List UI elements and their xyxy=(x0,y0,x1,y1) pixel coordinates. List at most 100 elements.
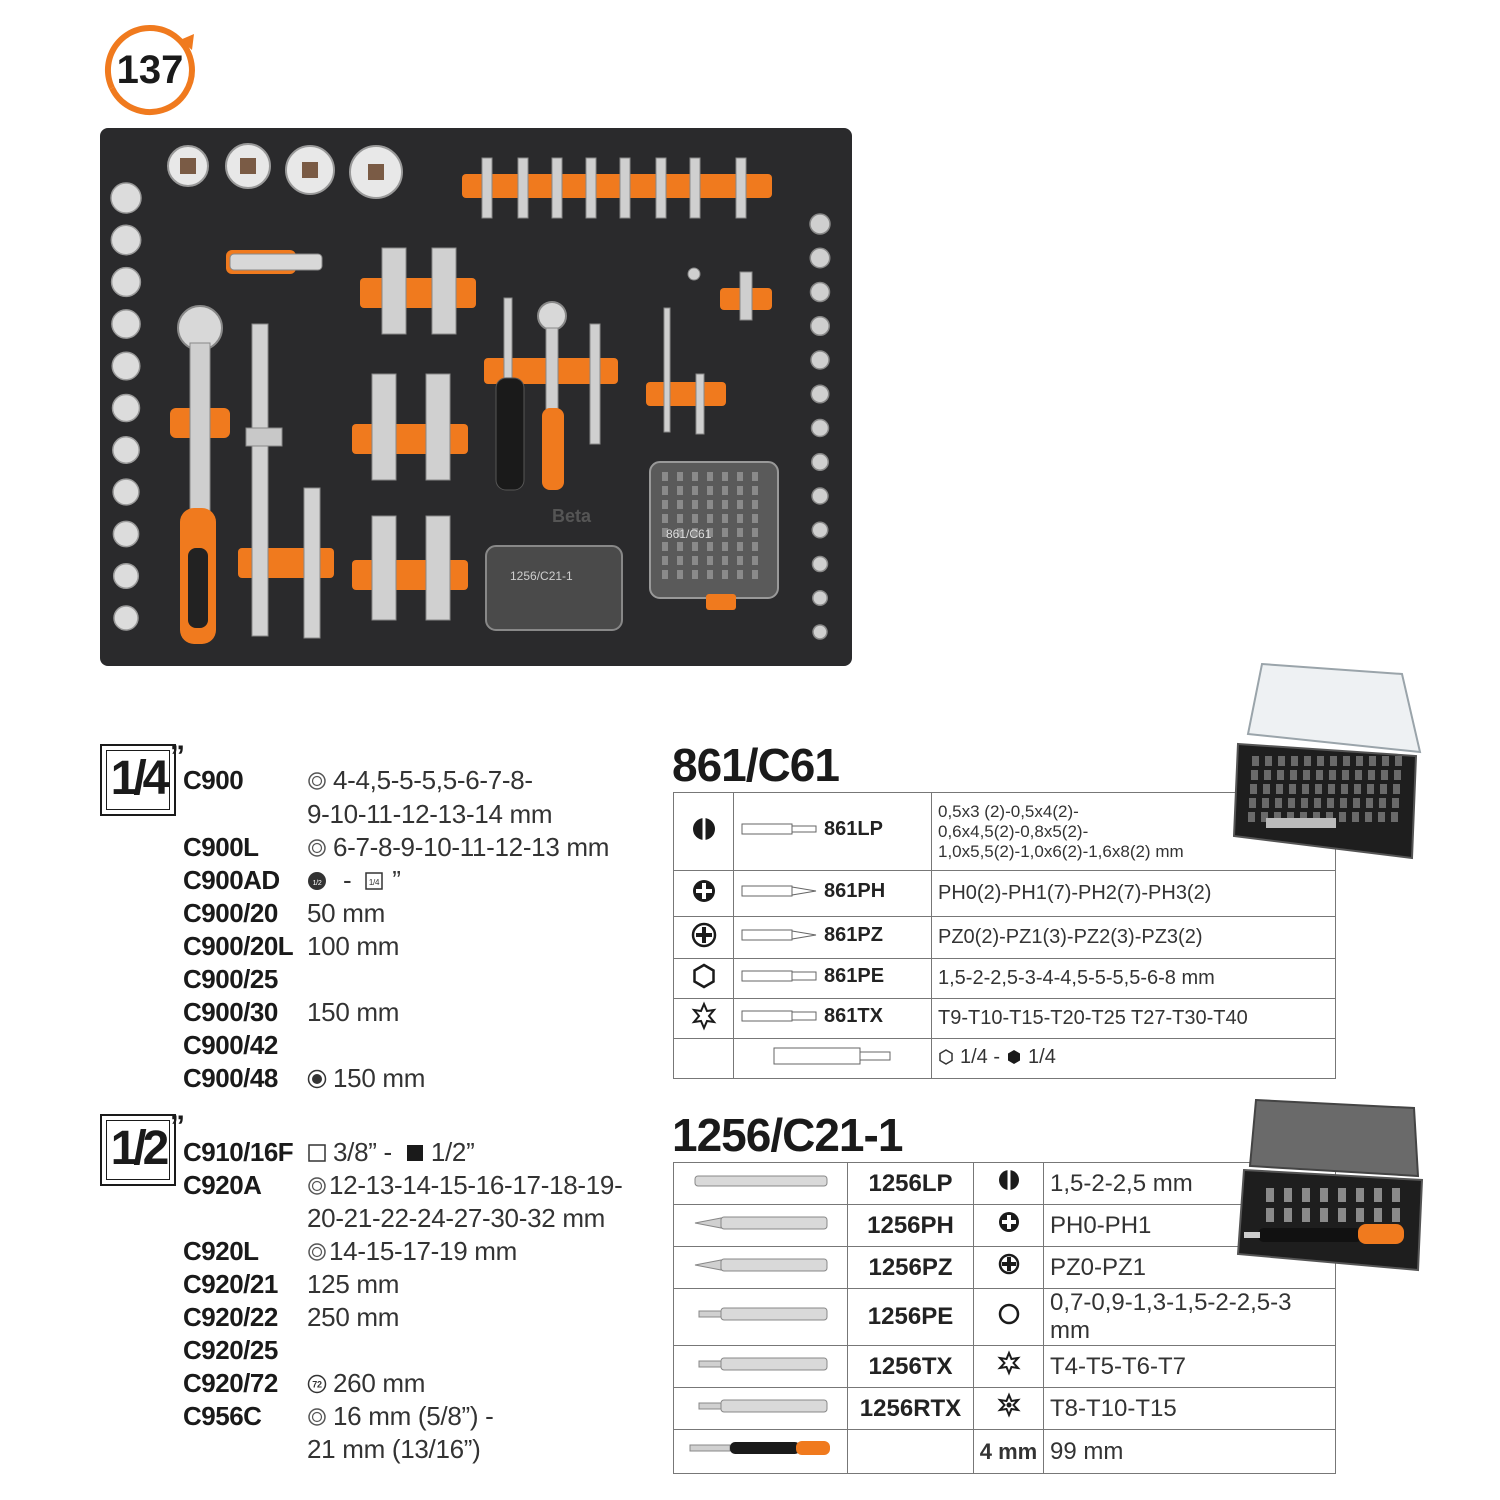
bit-cell xyxy=(662,514,668,523)
ratchet-icon: 72 xyxy=(307,1374,327,1394)
tray-brand: Beta xyxy=(552,506,592,526)
bit-cell xyxy=(1395,756,1402,766)
item-desc-b: 1/2” xyxy=(430,1137,475,1167)
torx-tamper-icon xyxy=(996,1392,1021,1418)
small-ratchet-head xyxy=(537,301,567,331)
table-row: 1/4 -1/4 xyxy=(673,1038,1336,1079)
bit xyxy=(655,157,667,219)
bit-cell xyxy=(662,542,668,551)
table-row: 861TX T9-T10-T15-T20-T25 T27-T30-T40 xyxy=(673,998,1336,1039)
pozidriv-icon xyxy=(691,922,716,947)
item-code: C920/25 xyxy=(183,1335,278,1365)
item-desc: 125 mm xyxy=(307,1269,400,1299)
socket xyxy=(811,555,829,573)
half-inch-section: 1/2 ” C910/16F 3/8” - 1/2” C920A 12-13-1… xyxy=(100,1110,660,1470)
small-socket xyxy=(687,267,701,281)
bit-cell xyxy=(1251,770,1258,780)
bit-cell xyxy=(1261,812,1268,822)
item-desc: 16 mm (5/8”) - xyxy=(333,1401,494,1431)
quarter-inch-section: 1/4 ” C900 4-4,5-5-5,5-6-7-8- 9-10-11-12… xyxy=(100,740,660,1100)
bit-code: 861PZ xyxy=(824,923,883,946)
hex-filled-icon xyxy=(1008,1050,1021,1065)
pozidriv-bit-icon xyxy=(741,929,817,941)
bit-holder xyxy=(695,373,705,435)
bit-cell xyxy=(692,500,698,509)
bit-cell xyxy=(1393,784,1400,794)
box-clip xyxy=(706,594,736,610)
bit-cell xyxy=(1355,770,1362,780)
bit-cell xyxy=(1265,756,1272,766)
bit-cell xyxy=(752,556,758,565)
bit-cell xyxy=(1301,798,1308,808)
bit-cell xyxy=(1356,1208,1364,1222)
item-code: C910/16F xyxy=(183,1137,294,1167)
bit-holder-shaft xyxy=(503,297,513,389)
socket xyxy=(810,316,830,336)
bit-cell xyxy=(1289,784,1296,794)
bit-cell xyxy=(692,472,698,481)
item-code: C900L xyxy=(183,832,259,862)
bit xyxy=(585,157,597,219)
bit-cell xyxy=(752,486,758,495)
bit-cell xyxy=(1302,1188,1310,1202)
screwdriver xyxy=(1258,1228,1362,1242)
bit-cell xyxy=(677,556,683,565)
bit-holder xyxy=(1266,818,1336,828)
bit-cell xyxy=(722,542,728,551)
socket xyxy=(112,562,140,590)
bit-desc: 1,5-2-2,5-3-4-4,5-5-5,5-6-8 mm xyxy=(931,958,1336,999)
bit-box-label: 1256/C21-1 xyxy=(510,569,573,583)
deep-socket xyxy=(371,373,397,481)
bit-cell xyxy=(707,570,713,579)
hex-icon xyxy=(692,963,715,988)
bit-cell xyxy=(1326,812,1333,822)
bit-cell xyxy=(1356,756,1363,766)
bit-cell xyxy=(1381,770,1388,780)
item-desc: 14-15-17-19 mm xyxy=(329,1236,517,1266)
item-desc: 12-13-14-15-16-17-18-19- xyxy=(329,1170,623,1200)
socket xyxy=(809,213,831,235)
socket-clip xyxy=(352,560,468,590)
ratchet-teeth-label: 72 xyxy=(312,1380,322,1390)
item-code: C920/72 xyxy=(183,1368,278,1398)
item-code: C900/25 xyxy=(183,964,278,994)
bit-cell xyxy=(722,486,728,495)
bit-cell xyxy=(1248,812,1255,822)
bit-cell xyxy=(1367,784,1374,794)
bit-cell xyxy=(1313,812,1320,822)
bit-cell xyxy=(1382,756,1389,766)
item-code: C956C xyxy=(183,1401,262,1431)
adapter-square-icon: 1/2 xyxy=(308,872,326,890)
bit-cell xyxy=(737,500,743,509)
bit-cell xyxy=(692,570,698,579)
socket-square xyxy=(180,158,196,174)
hex-bit-icon xyxy=(741,970,817,982)
bit-cell xyxy=(1249,798,1256,808)
bit-cell xyxy=(1354,784,1361,794)
socket xyxy=(812,590,828,606)
bit-cell xyxy=(1338,1188,1346,1202)
bit-desc: PH0(2)-PH1(7)-PH2(7)-PH3(2) xyxy=(931,870,1336,917)
bit-desc-b: 1/4 xyxy=(1028,1045,1056,1068)
bit-cell xyxy=(707,528,713,537)
bit-cell xyxy=(722,500,728,509)
table-row: 4 mm 99 mm xyxy=(673,1429,1336,1474)
tbar-slider xyxy=(245,427,283,447)
bit-cell xyxy=(1287,812,1294,822)
bit-cell xyxy=(722,556,728,565)
bit-cell xyxy=(1392,1208,1400,1222)
bit-cell xyxy=(707,472,713,481)
item-code: C920L xyxy=(183,1236,259,1266)
extension-bar xyxy=(303,487,321,639)
bit xyxy=(481,157,493,219)
box-lid xyxy=(1246,662,1422,754)
item-code: C900/30 xyxy=(183,997,278,1027)
bit-cell xyxy=(752,570,758,579)
bit-cell xyxy=(1303,770,1310,780)
bit-cell xyxy=(692,528,698,537)
hex-socket-icon xyxy=(308,839,326,857)
bit-desc: T9-T10-T15-T20-T25 T27-T30-T40 xyxy=(931,998,1336,1039)
bit-cell xyxy=(677,486,683,495)
socket-clip xyxy=(360,278,476,308)
bit-cell xyxy=(1250,784,1257,794)
